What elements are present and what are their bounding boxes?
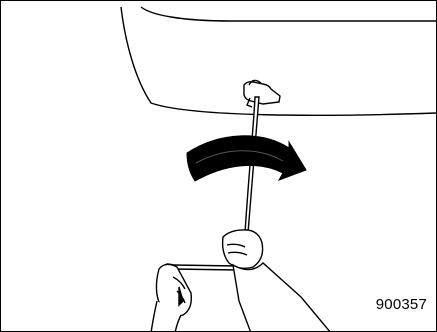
upper-hand (223, 230, 331, 331)
upper-hand-fingers (223, 230, 263, 268)
lower-hand (151, 264, 191, 331)
upper-forearm-sleeve (233, 263, 331, 331)
spare-tire-hanger (244, 80, 280, 107)
figure-code: 900357 (376, 296, 427, 313)
jack-handle-lever (173, 265, 237, 270)
bumper-inner-contour (141, 7, 436, 21)
